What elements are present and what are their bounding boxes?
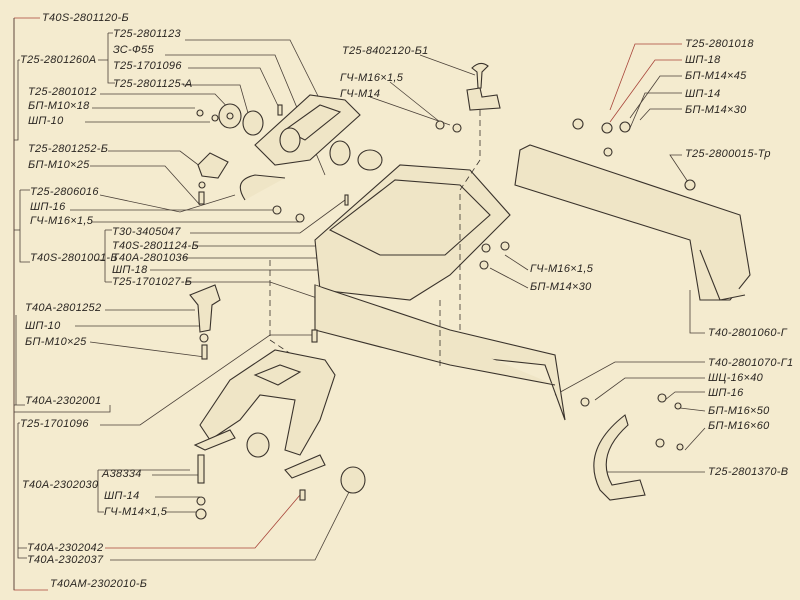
part-label: Т25-2806016 (30, 186, 99, 198)
part-label: Т40S-2801001-Б (30, 252, 118, 264)
part-label: ГЧ-М16×1,5 (340, 72, 404, 84)
part-label: Т40А-2801252 (25, 302, 102, 314)
part-label: ГЧ-М16×1,5 (30, 215, 94, 227)
bushing-lower (246, 432, 270, 458)
part-label: БП-М10×25 (25, 336, 87, 348)
part-label: ШП-16 (708, 387, 744, 399)
part-label: БП-М14×30 (530, 281, 592, 293)
part-label: БП-М10×25 (28, 159, 90, 171)
part-label: ГЧ-М14×1,5 (104, 506, 168, 518)
part-label: ШП-18 (685, 54, 721, 66)
part-label: Т40А-2302037 (27, 554, 104, 566)
part-label: ШП-10 (25, 320, 61, 332)
part-label: Т25-1701027-Б (112, 276, 193, 288)
part-label: Т40АМ-2302010-Б (50, 578, 148, 590)
part-label: Т25-1701096 (20, 418, 89, 430)
part-label: ШП-16 (30, 201, 66, 213)
rear-support-bracket (199, 349, 336, 456)
part-label: Т40-2801060-Г (708, 327, 787, 339)
part-label: Т40-2801070-Г1 (708, 357, 794, 369)
grouping-brackets (13, 17, 190, 591)
part-label: ЗС-Ф55 (113, 44, 154, 56)
part-label: Т25-2801012 (28, 86, 97, 98)
parts (189, 62, 751, 520)
support-column (189, 284, 221, 333)
part-label: БП-М14×45 (685, 70, 747, 82)
part-label: Т40S-2801124-Б (112, 240, 199, 252)
part-label: Т25-2801123 (113, 28, 181, 40)
right-frame-rail (514, 144, 751, 301)
part-label: Т25-2801260А (20, 54, 97, 66)
part-label: БП-М14×30 (685, 104, 747, 116)
bushing (357, 149, 383, 171)
part-label: Т25-8402120-Б1 (342, 45, 429, 57)
part-label: Т40S-2801120-Б (42, 12, 129, 24)
part-label: ШП-18 (112, 264, 148, 276)
part-label: Т25-2801252-Б (28, 143, 109, 155)
part-label: Т30-3405047 (112, 226, 181, 238)
part-label: ШП-14 (685, 88, 721, 100)
part-label: ШП-14 (104, 490, 140, 502)
part-label: Т25-2801370-В (708, 466, 789, 478)
part-label: Т25-2800015-Тр (685, 148, 771, 160)
part-label: ШП-10 (28, 115, 64, 127)
part-label: ГЧ-М16×1,5 (530, 263, 594, 275)
part-label: БП-М10×18 (28, 100, 90, 112)
part-label: Т40А-2302001 (25, 395, 102, 407)
part-label: ГЧ-М14 (340, 88, 381, 100)
part-label: Т25-1701096 (113, 60, 182, 72)
foot-step (593, 414, 646, 501)
part-label: А38334 (102, 468, 142, 480)
part-label: БП-М16×60 (708, 420, 770, 432)
part-label: Т25-2801018 (685, 38, 754, 50)
part-label: Т40А-2302030 (22, 479, 99, 491)
plate (466, 87, 501, 111)
part-label: БП-М16×50 (708, 405, 770, 417)
part-label: Т40А-2801036 (112, 252, 189, 264)
part-label: ШЦ-16×40 (708, 372, 764, 384)
part-label: Т40А-2302042 (27, 542, 104, 554)
part-label: Т25-2801125-А (113, 78, 193, 90)
